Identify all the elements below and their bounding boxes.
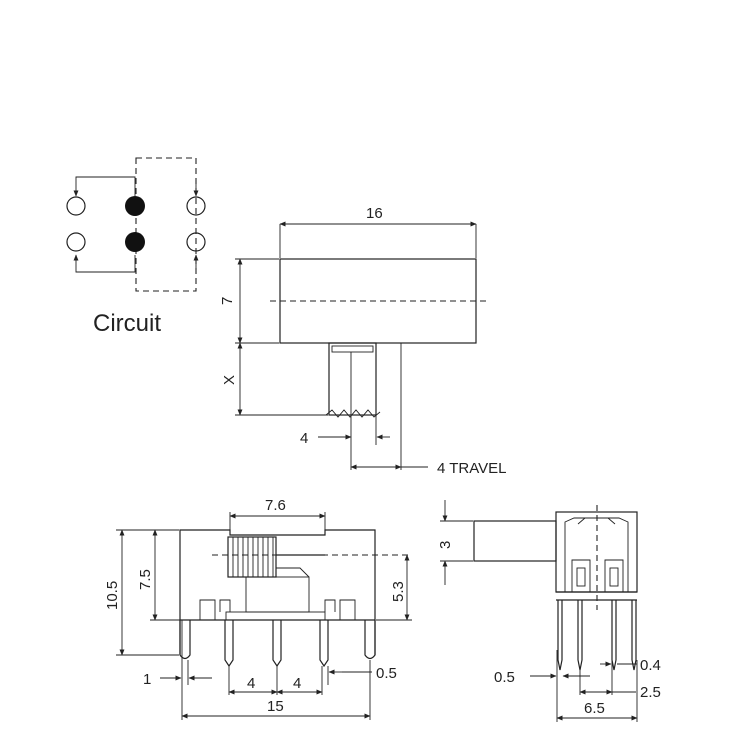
knob-break-line (325, 409, 381, 418)
dim-side-pin-right-label: 0.4 (640, 657, 661, 674)
dim-travel-label: 4 TRAVEL (437, 460, 506, 477)
front-view: 7.6 10.5 7.5 5.3 1 4 4 0.5 15 (104, 497, 412, 720)
dim-side-spacing-label: 2.5 (640, 684, 661, 701)
pin (272, 620, 282, 668)
contact-open (186, 232, 206, 252)
dim-pitch-left-label: 4 (247, 675, 255, 692)
dim-x-label: X (221, 375, 238, 385)
dim-pin-thick-label: 1 (143, 671, 151, 688)
dim-knob-width-label: 7.6 (265, 497, 286, 514)
contact-open (66, 232, 86, 252)
circuit-dashed-box (135, 157, 197, 292)
front-knob (227, 536, 277, 578)
dim-width-label: 16 (366, 205, 383, 222)
slider-knob-tip (331, 345, 374, 353)
top-view: 16 7 X 4 4 TRAVEL (219, 205, 506, 477)
dim-body-height-label: 5.3 (390, 581, 407, 602)
slider-knob (328, 342, 377, 416)
mount-leg-left (179, 620, 191, 660)
front-view-frame (245, 576, 310, 613)
front-view-base (225, 611, 326, 621)
side-pin (611, 600, 617, 671)
circuit-upper-link (73, 176, 136, 197)
contact-common (125, 232, 145, 252)
contact-open (66, 196, 86, 216)
contact-common (125, 196, 145, 216)
side-knob (473, 520, 557, 562)
dim-pitch-right-label: 4 (293, 675, 301, 692)
front-view-body (179, 529, 376, 655)
dim-knob-label: 4 (300, 430, 308, 447)
dim-total-height-label: 10.5 (104, 581, 121, 610)
side-contact (576, 567, 586, 587)
side-pin (631, 600, 637, 671)
side-pin (577, 600, 583, 671)
knob-ridges (232, 537, 274, 577)
circuit-lower-link (73, 254, 136, 273)
side-view: 3 0.5 0.4 2.5 6.5 (437, 500, 661, 722)
pin (224, 620, 234, 668)
dim-pin-width-label: 0.5 (376, 665, 397, 682)
dim-side-width-label: 6.5 (584, 700, 605, 717)
dim-side-knob-label: 3 (437, 541, 454, 549)
dim-side-pin-left-label: 0.5 (494, 669, 515, 686)
top-view-body (279, 258, 477, 344)
contact-open (186, 196, 206, 216)
circuit-diagram: Circuit (66, 157, 206, 337)
dim-total-width-label: 15 (267, 698, 284, 715)
dim-height-label: 7 (219, 297, 236, 305)
pin (319, 620, 329, 668)
dim-knob-height-label: 7.5 (137, 569, 154, 590)
side-pin (557, 600, 563, 671)
mount-leg-right (364, 620, 376, 660)
side-contact (609, 567, 619, 587)
circuit-label: Circuit (93, 310, 161, 337)
